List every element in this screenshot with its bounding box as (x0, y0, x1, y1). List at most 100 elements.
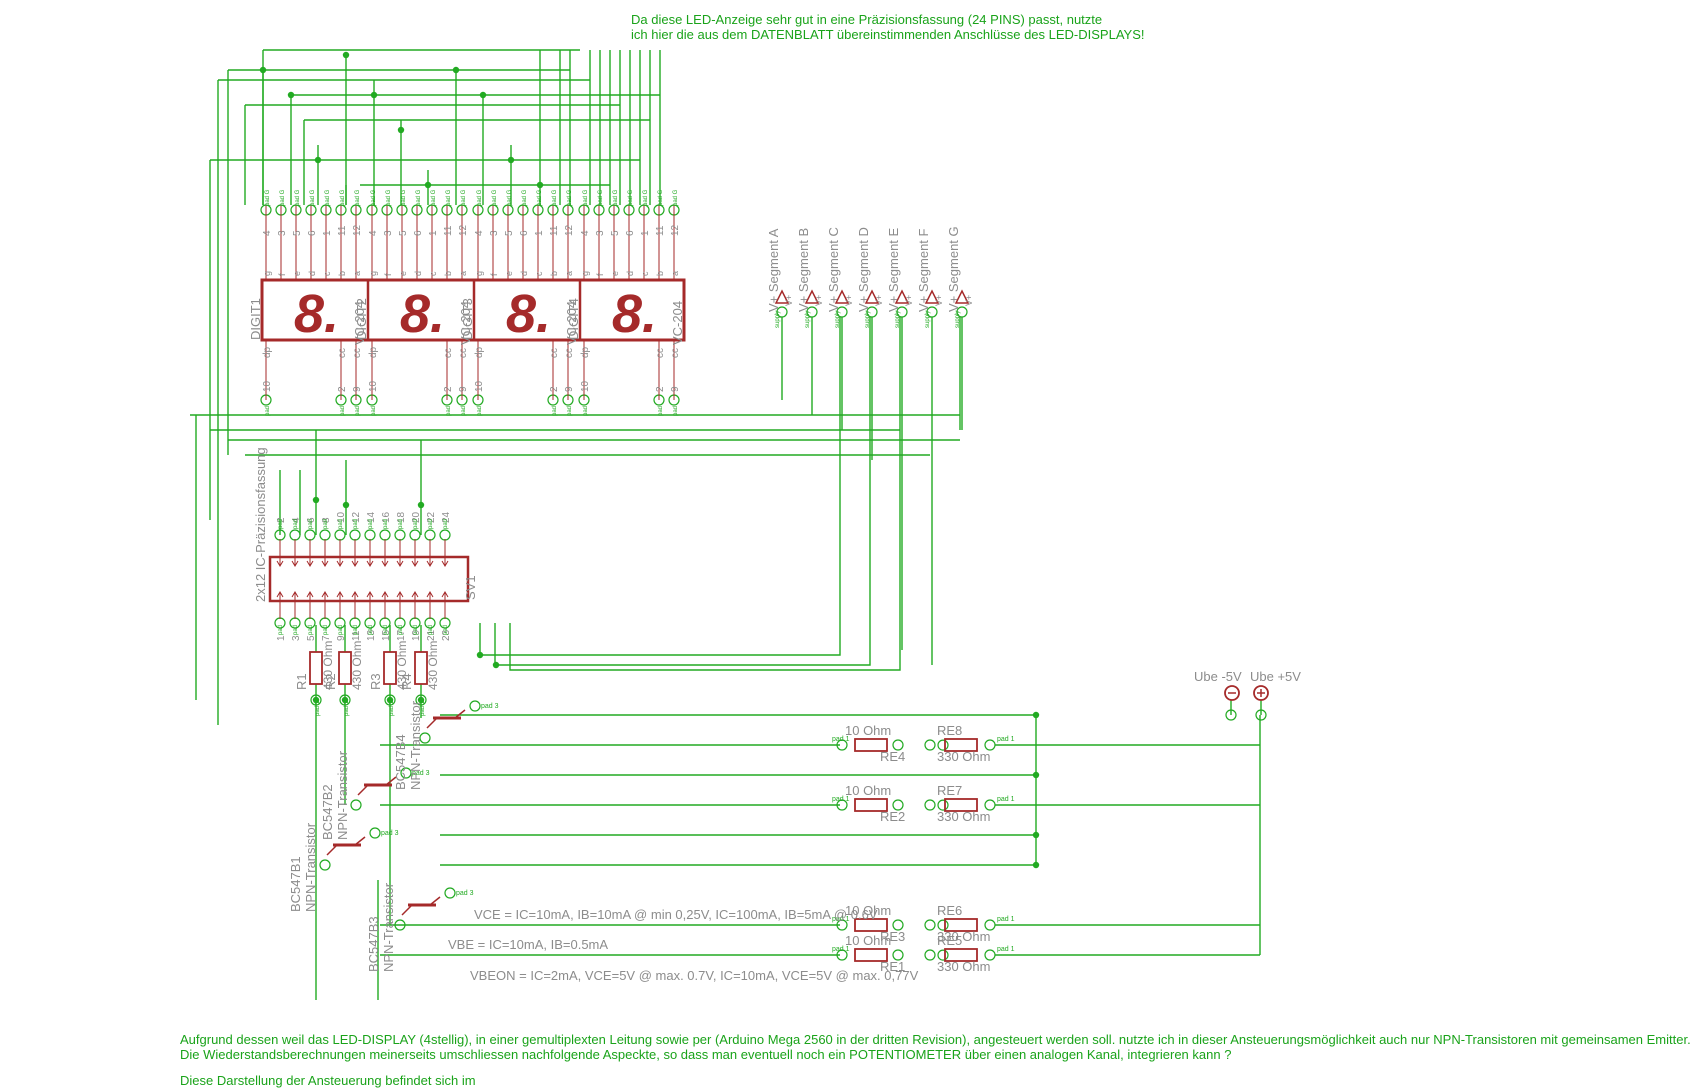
socket-description: 2x12 IC-Präzisionsfassung (253, 447, 268, 602)
digit-part: VC-204 (564, 301, 579, 345)
pad (937, 919, 949, 931)
resistor-value: 10 Ohm (845, 903, 891, 918)
junction-dot (452, 66, 460, 74)
socket-pin-bottom: 9 (336, 635, 347, 641)
segment-letter: f (489, 273, 499, 276)
pad-label: pad 1 (997, 946, 1015, 953)
socket-contact (306, 560, 314, 567)
component-layer: 8.8.8.8. (260, 205, 1269, 962)
resistor-430 (309, 651, 323, 685)
bottom-label: dp (368, 346, 379, 358)
supply-symbol: V+ (874, 295, 884, 306)
socket-contact (396, 560, 404, 567)
socket-contact (321, 560, 329, 567)
resistor-name: R3 (368, 673, 383, 690)
segment-letter: b (549, 271, 559, 276)
segment-letter: a (352, 271, 362, 276)
resistor-330-ohm (944, 918, 978, 932)
pin-number: 12 (458, 224, 469, 236)
supply-triangle-icon (834, 289, 850, 304)
pin-number: 6 (413, 230, 424, 236)
resistor-name: RE5 (937, 933, 962, 948)
socket-pin-top: 22 (426, 511, 437, 523)
segment-supply-label: V+ Segment E (886, 227, 901, 312)
bottom-label: dp (580, 346, 591, 358)
wire (509, 317, 901, 671)
pad-label: pad (413, 625, 419, 635)
segment-letter: g (262, 271, 272, 276)
plus-supply-icon (1253, 685, 1269, 701)
segment-supply-label: V+ Segment B (796, 228, 811, 312)
segment-supply-label: V+ Segment C (826, 227, 841, 312)
footer-note-line1: Aufgrund dessen weil das LED-DISPLAY (4s… (180, 1032, 1691, 1047)
pad (400, 767, 412, 779)
pad-label: pad G (537, 189, 543, 206)
pad-label: pad G (431, 189, 437, 206)
bottom-label: cc (352, 348, 363, 358)
digit-part: VC-204 (458, 301, 473, 345)
bottom-label: cc (458, 348, 469, 358)
pad-label: pad (658, 406, 664, 416)
bottom-label: dp (262, 346, 273, 358)
socket-contact (336, 591, 344, 598)
pad-label: pad (323, 625, 329, 635)
pad-label: pad 3 (481, 703, 499, 710)
pad-label: pad G (583, 189, 589, 206)
pad (289, 529, 301, 541)
pad (836, 949, 848, 961)
transistor-name: BC547B1 (288, 856, 303, 912)
pad-label: pad 1 (832, 916, 850, 923)
pad-label: pad (552, 406, 558, 416)
junction-dot (476, 651, 484, 659)
supply-triangle-icon (804, 289, 820, 304)
wire (479, 317, 841, 656)
supply-triangle-icon (924, 289, 940, 304)
supply-symbol: V+ (934, 295, 944, 306)
pin-number: 11 (337, 225, 348, 236)
resistor-330-ohm (944, 798, 978, 812)
segment-letter: a (564, 271, 574, 276)
digit-glyph: 8. (612, 284, 657, 344)
segment-letter: a (670, 271, 680, 276)
junction-dot (342, 51, 350, 59)
pad-label: pad G (613, 189, 619, 206)
supply-triangle-icon (894, 289, 910, 304)
pin-number: 4 (580, 230, 591, 236)
resistor-value: 430 Ohm (426, 641, 440, 690)
segment-letter: c (428, 271, 438, 276)
segment-letter: e (610, 271, 620, 276)
digit-glyph: 8. (294, 284, 339, 344)
socket-pin-bottom: 13 (366, 629, 377, 641)
socket-pin-top: 24 (441, 511, 452, 523)
pad-label: pad G (355, 189, 361, 206)
resistor-10-ohm (854, 948, 888, 962)
segment-letter: d (519, 271, 529, 276)
socket-contact (291, 560, 299, 567)
segment-letter: b (337, 271, 347, 276)
pad (334, 529, 346, 541)
pad-label: pad 1 (420, 700, 426, 716)
resistor-name: R2 (323, 673, 338, 690)
bottom-label: cc (655, 348, 666, 358)
pad-label: pad 1 (832, 946, 850, 953)
digit-name: DIGIT4 (566, 298, 581, 340)
pin-number: 12 (564, 224, 575, 236)
component-line (326, 844, 338, 856)
pad-label: supply (805, 311, 811, 328)
pad-label: pad 3 (456, 890, 474, 897)
pin-number: 5 (398, 230, 409, 236)
pad-label: pad (368, 519, 374, 529)
pad-label: pad (308, 519, 314, 529)
bottom-label: cc (337, 348, 348, 358)
pad-label: pad (338, 625, 344, 635)
socket-pin-bottom: 3 (291, 635, 302, 641)
pad (937, 799, 949, 811)
segment-letter: a (458, 271, 468, 276)
pad (924, 739, 936, 751)
resistor-name: R1 (294, 673, 309, 690)
pad (394, 529, 406, 541)
pad-label: pad (368, 625, 374, 635)
pin-number: 12 (670, 224, 681, 236)
pin-number: 11 (655, 225, 666, 236)
